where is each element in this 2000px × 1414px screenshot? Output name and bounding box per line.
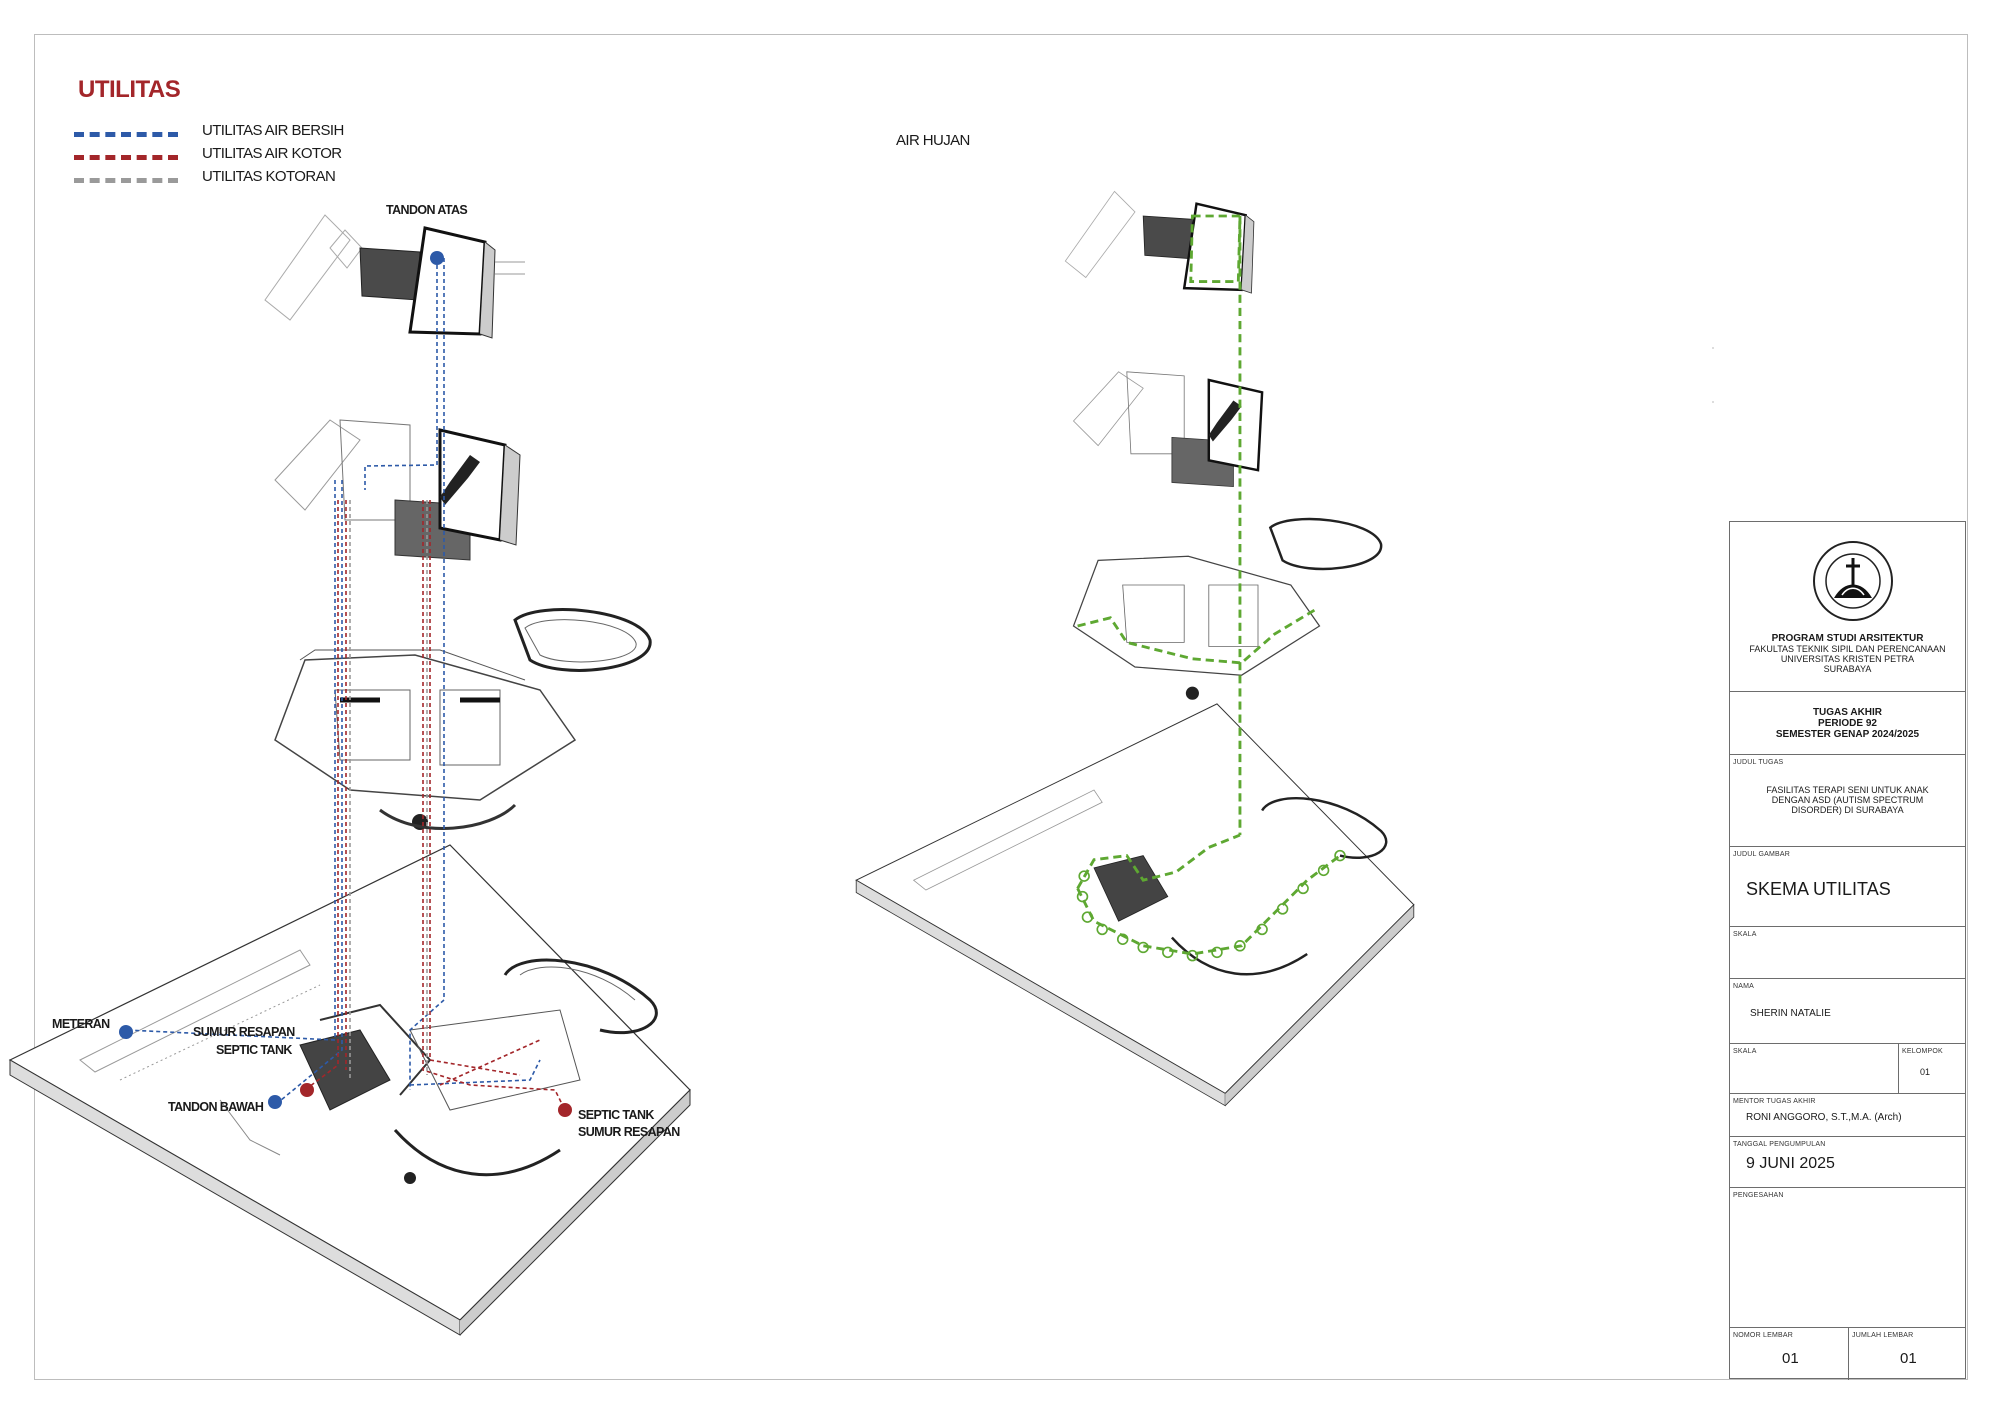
left-roof-level: [264, 214, 525, 339]
label-tandon-bawah: TANDON BAWAH: [168, 1100, 264, 1114]
semester: SEMESTER GENAP 2024/2025: [1775, 729, 1920, 740]
left-level-2: [274, 419, 521, 561]
legend-item-air-bersih: UTILITAS AIR BERSIH: [74, 122, 394, 145]
skala-section: SKALA: [1730, 926, 1965, 978]
label-tandon-atas: TANDON ATAS: [386, 203, 468, 217]
tugas-section: TUGAS AKHIR PERIODE 92 SEMESTER GENAP 20…: [1730, 691, 1965, 754]
legend-swatch-gray: [74, 178, 178, 183]
divider: [1898, 1044, 1899, 1094]
label-septic-tank: SEPTIC TANK: [216, 1043, 292, 1057]
legend-swatch-blue: [74, 132, 178, 137]
left-site-plan: [8, 844, 691, 1336]
pengesahan-section: PENGESAHAN: [1730, 1187, 1965, 1327]
air-hujan-title: AIR HUJAN: [896, 132, 970, 149]
air-kotor-pipes: [304, 500, 566, 1111]
mentor: RONI ANGGORO, S.T.,M.A. (Arch): [1746, 1112, 1902, 1123]
kelompok: 01: [1920, 1067, 1931, 1077]
legend-item-air-kotor: UTILITAS AIR KOTOR: [74, 145, 394, 168]
program-name: PROGRAM STUDI ARSITEKTUR: [1771, 633, 1924, 644]
judul-tugas-section: JUDUL TUGAS FASILITAS TERAPI SENI UNTUK …: [1730, 754, 1965, 846]
nomor-lembar: 01: [1782, 1350, 1799, 1367]
title-block: PROGRAM STUDI ARSITEKTUR FAKULTAS TEKNIK…: [1729, 521, 1966, 1380]
tanggal-section: TANGGAL PENGUMPULAN 9 JUNI 2025: [1730, 1136, 1965, 1187]
infiltration-wells: [1076, 849, 1346, 962]
nama: SHERIN NATALIE: [1750, 1008, 1831, 1019]
legend-swatch-red: [74, 155, 178, 160]
nama-label: NAMA: [1733, 983, 1755, 990]
right-roof-level: [1064, 190, 1255, 294]
kelompok-label: KELOMPOK: [1902, 1048, 1943, 1055]
legend-label: UTILITAS AIR KOTOR: [202, 145, 342, 162]
pengesahan-label: PENGESAHAN: [1733, 1192, 1784, 1199]
kotoran-pipes: [349, 500, 428, 1080]
label-sumur-resapan: SUMUR RESAPAN: [193, 1025, 295, 1039]
tandon-atas-marker: [430, 251, 444, 265]
skala-kelompok-section: SKALA KELOMPOK 01: [1730, 1043, 1965, 1094]
judul-gambar-label: JUDUL GAMBAR: [1733, 851, 1790, 858]
margin-ticks: [1712, 347, 1714, 403]
septic-tank-marker-right: [558, 1103, 572, 1117]
tanggal: 9 JUNI 2025: [1746, 1155, 1835, 1172]
lembar-section: NOMOR LEMBAR JUMLAH LEMBAR 01 01: [1730, 1327, 1965, 1380]
nomor-lembar-label: NOMOR LEMBAR: [1733, 1332, 1793, 1339]
judul-gambar: SKEMA UTILITAS: [1746, 879, 1891, 899]
tugas-title: TUGAS AKHIR: [1812, 707, 1883, 718]
label-meteran: METERAN: [52, 1017, 110, 1031]
judul-tugas-line: DISORDER) DI SURABAYA: [1791, 805, 1904, 815]
jumlah-lembar-label: JUMLAH LEMBAR: [1852, 1332, 1914, 1339]
skala-label: SKALA: [1733, 931, 1757, 938]
nama-section: NAMA SHERIN NATALIE: [1730, 978, 1965, 1043]
judul-tugas-label: JUDUL TUGAS: [1733, 759, 1784, 766]
faculty-name: FAKULTAS TEKNIK SIPIL DAN PERENCANAAN: [1749, 644, 1946, 654]
left-level-1: [274, 608, 652, 830]
meteran-marker: [119, 1025, 133, 1039]
institution-block: PROGRAM STUDI ARSITEKTUR FAKULTAS TEKNIK…: [1730, 633, 1965, 675]
judul-tugas-line: FASILITAS TERAPI SENI UNTUK ANAK: [1766, 785, 1929, 795]
university-name: UNIVERSITAS KRISTEN PETRA: [1780, 654, 1915, 664]
right-level-1: [1072, 517, 1383, 700]
mentor-label: MENTOR TUGAS AKHIR: [1733, 1098, 1816, 1105]
skala-label-2: SKALA: [1733, 1048, 1757, 1055]
label-sumur-resapan-2: SUMUR RESAPAN: [578, 1125, 680, 1139]
periode: PERIODE 92: [1818, 718, 1877, 729]
label-septic-tank-2: SEPTIC TANK: [578, 1108, 654, 1122]
tanggal-label: TANGGAL PENGUMPULAN: [1733, 1141, 1826, 1148]
tandon-bawah-marker: [268, 1095, 282, 1109]
left-node-markers: [119, 251, 572, 1117]
legend-label: UTILITAS KOTORAN: [202, 168, 336, 185]
right-site-plan: [855, 703, 1415, 1107]
septic-tank-marker-left: [300, 1083, 314, 1097]
divider: [1848, 1328, 1849, 1380]
drawing-sheet-border: [34, 34, 1968, 1380]
right-level-2: [1072, 371, 1264, 488]
legend: UTILITAS AIR BERSIH UTILITAS AIR KOTOR U…: [74, 122, 394, 191]
judul-gambar-section: JUDUL GAMBAR SKEMA UTILITAS: [1730, 846, 1965, 926]
petra-university-logo: [1813, 541, 1893, 621]
legend-label: UTILITAS AIR BERSIH: [202, 122, 344, 139]
mentor-section: MENTOR TUGAS AKHIR RONI ANGGORO, S.T.,M.…: [1730, 1093, 1965, 1136]
legend-item-kotoran: UTILITAS KOTORAN: [74, 168, 394, 191]
jumlah-lembar: 01: [1900, 1350, 1917, 1367]
city-name: SURABAYA: [1823, 664, 1872, 674]
judul-tugas-line: DENGAN ASD (AUTISM SPECTRUM: [1771, 795, 1924, 805]
legend-title: UTILITAS: [78, 76, 181, 103]
